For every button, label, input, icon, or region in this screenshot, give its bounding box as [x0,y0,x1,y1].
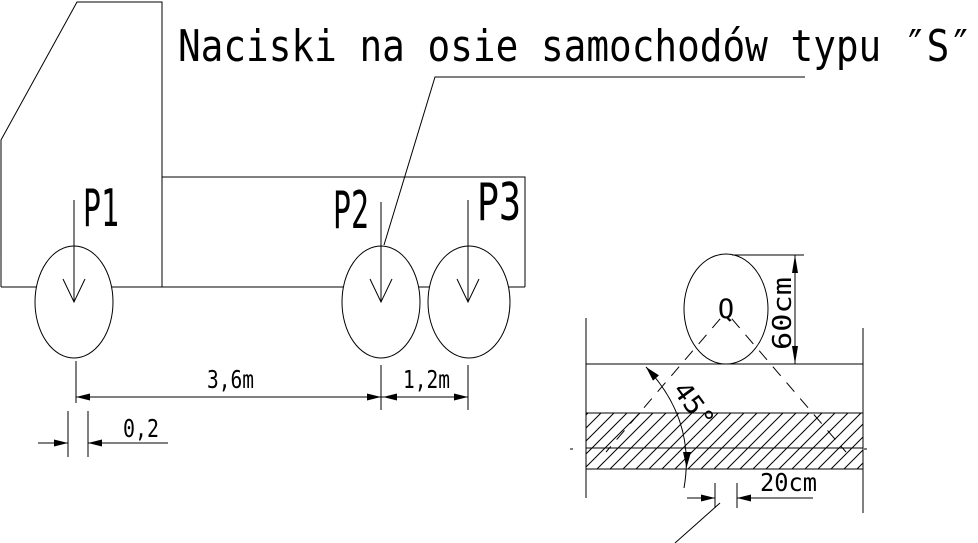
title-text: Naciski na osie samochodów typu ″S″ [178,21,972,72]
dim-arrow [792,346,798,364]
dim-1-2m-text: 1,2m [403,365,450,394]
contact-width-dimension: 20cm [674,468,817,543]
axle-dimensions: 3,6m 1,2m [75,361,469,410]
dim-arrow [454,393,468,401]
wheel-detail-figure: 45° Q 60cm 20cm [570,253,867,543]
front-offset-dimension: 0,2 [38,411,168,457]
load-spread-line-left [605,311,727,453]
truck-figure: P1 P2 P3 [0,1,526,359]
wheel-p3 [427,245,511,359]
angle-arc [645,366,687,489]
dim-arrow [383,393,397,401]
load-label-q: Q [718,294,734,325]
title-block: Naciski na osie samochodów typu ″S″ [178,21,972,246]
pavement-hatch [586,413,863,469]
dim-arrow [701,494,715,502]
dim-arrow [54,439,68,447]
axle-label-p2: P2 [333,181,369,241]
title-leader-line [383,76,805,246]
dim-arrow [76,393,90,401]
axle-label-p1: P1 [83,179,119,239]
load-arrow-p3 [456,200,480,304]
angle-arc-arrow-bottom [683,452,691,468]
dim-arrow [737,494,751,502]
dim-arrow [792,255,798,273]
dim-0-2-text: 0,2 [123,414,159,443]
axle-label-p3: P3 [477,173,521,233]
dim-arrow [367,393,381,401]
wheel-height-dimension: 60cm [732,254,804,364]
truck-bed-outline [162,176,526,287]
load-arrow-p2 [369,202,393,304]
dim-60cm-text: 60cm [768,277,798,350]
dim-3-6m-text: 3,6m [207,365,254,394]
contact-leader-line [674,502,721,543]
truck-cab-outline [0,1,163,287]
angle-arc-arrow-top [646,367,659,381]
load-arrow-p1 [62,200,86,304]
dim-arrow [88,439,102,447]
load-spread-line-right [725,311,847,453]
dim-20cm-text: 20cm [760,468,817,497]
